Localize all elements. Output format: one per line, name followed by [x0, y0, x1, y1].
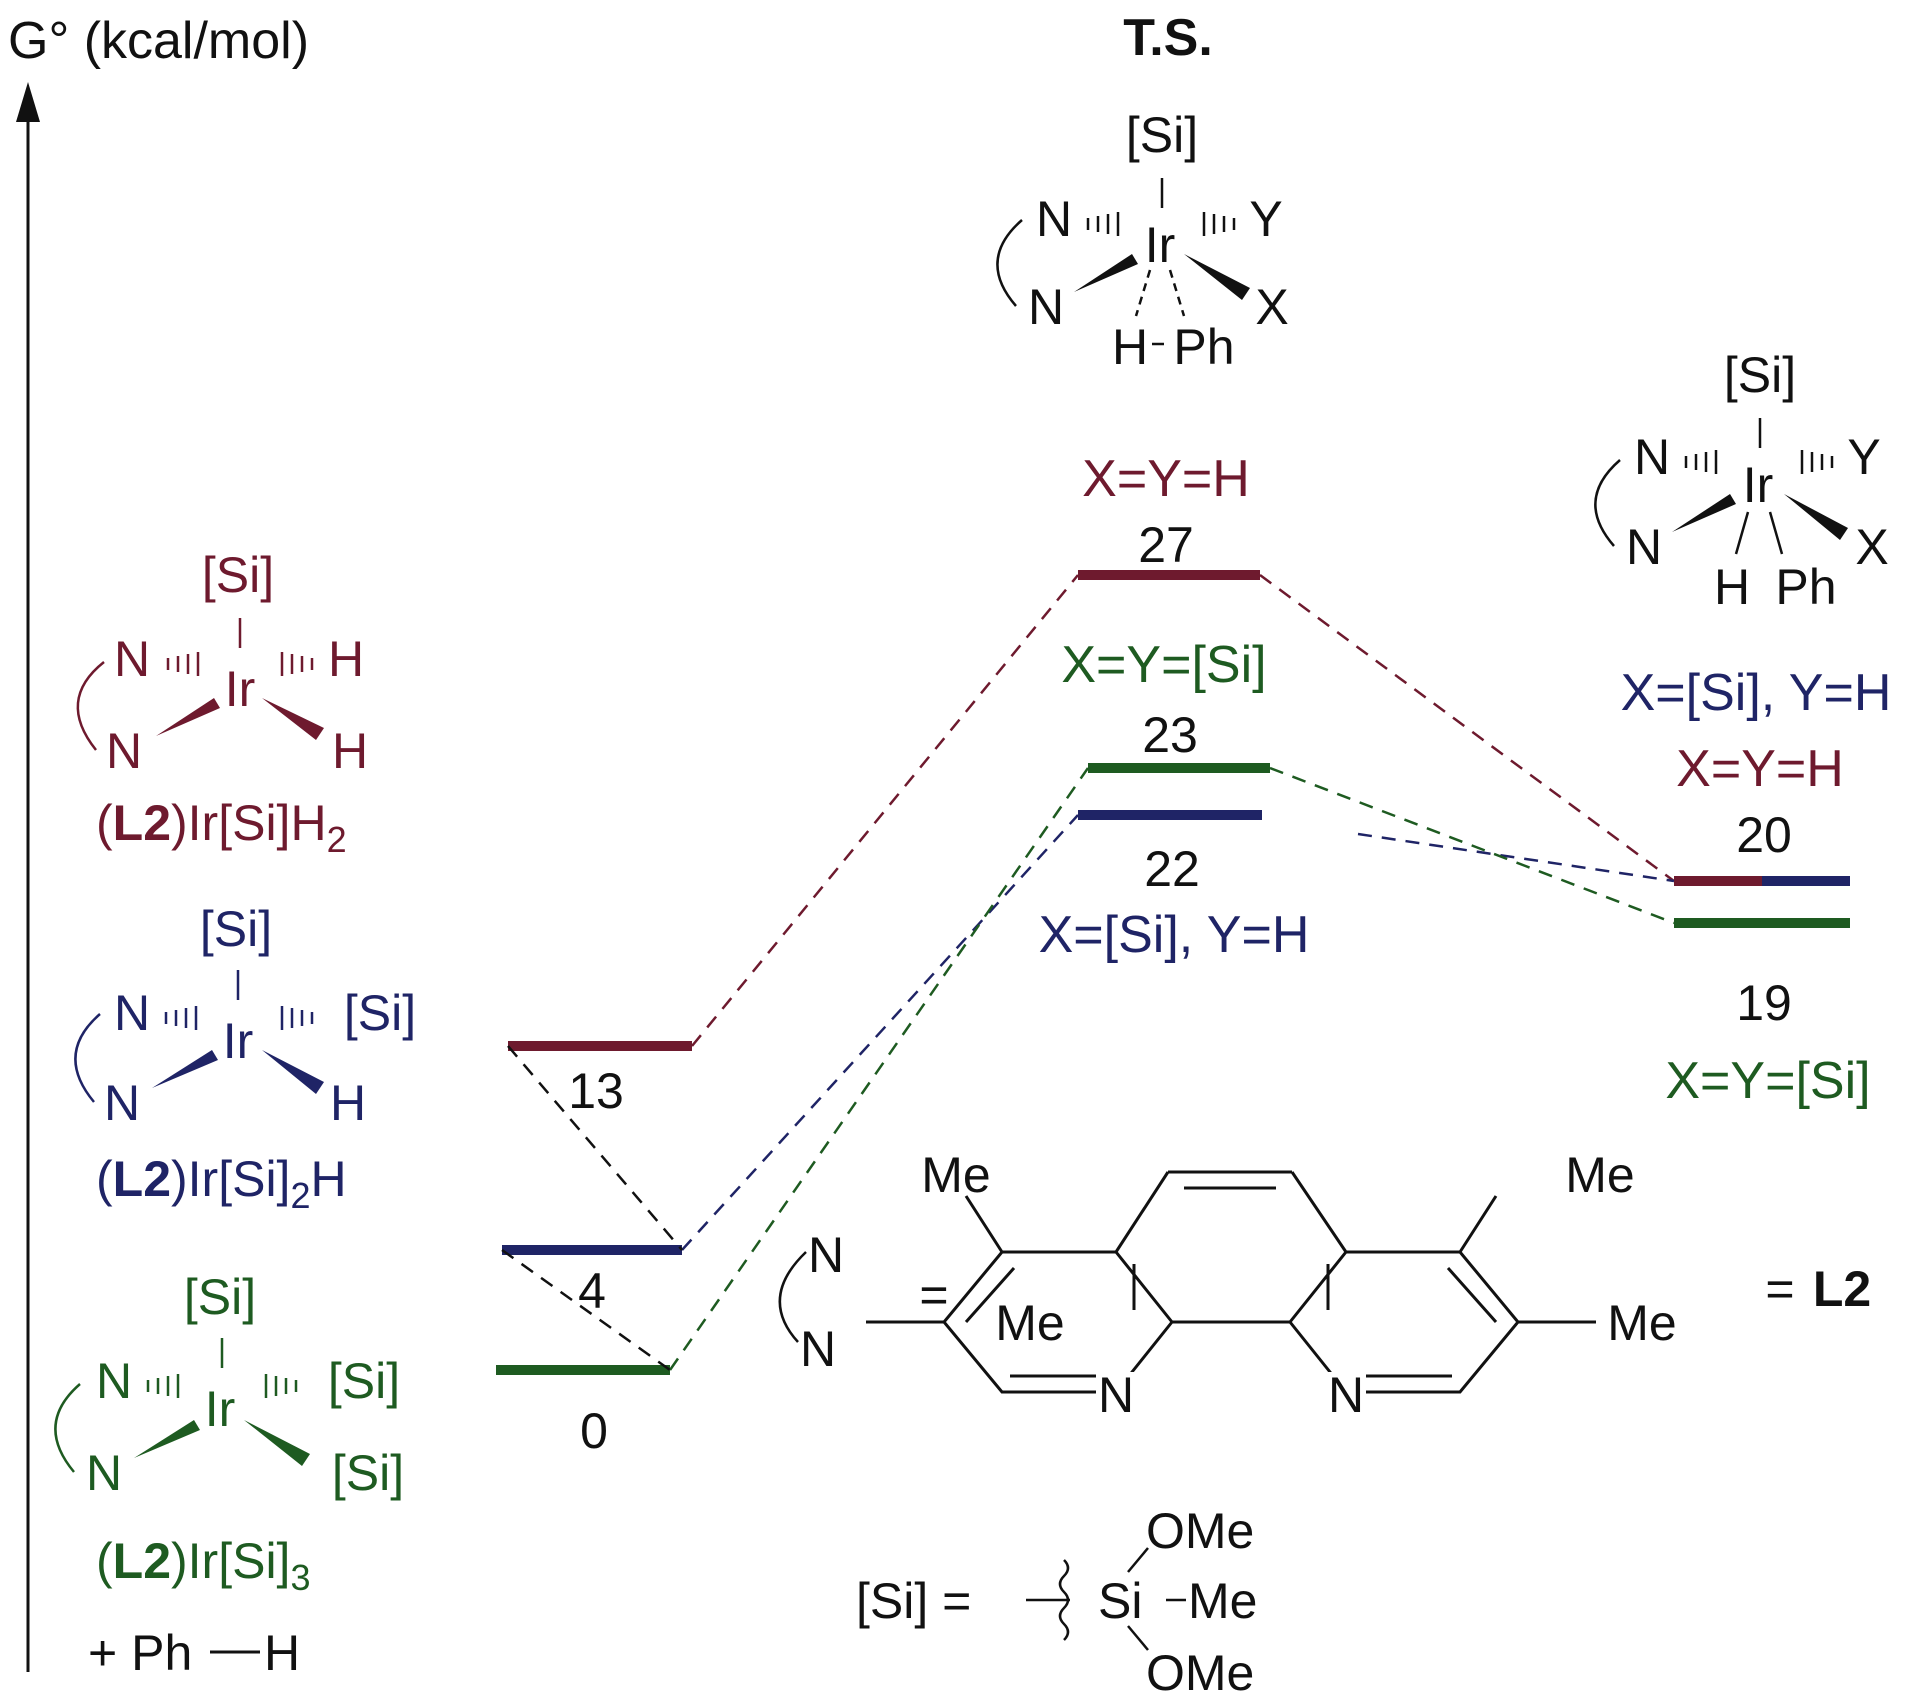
- svg-text:=: =: [919, 1267, 948, 1323]
- svg-text:H: H: [264, 1625, 300, 1681]
- svg-text:Ir: Ir: [1743, 457, 1774, 513]
- svg-text:[Si] =: [Si] =: [856, 1573, 971, 1629]
- svg-text:Ir: Ir: [1145, 217, 1176, 273]
- value-ts-green: 23: [1142, 707, 1198, 763]
- svg-text:X: X: [1855, 519, 1888, 575]
- svg-text:H: H: [1112, 319, 1148, 375]
- complex-red-n2: N: [106, 723, 142, 779]
- svg-text:=: =: [1765, 1261, 1794, 1317]
- complex-green-n1: N: [96, 1353, 132, 1409]
- complex-blue: [Si] Ir N N [Si] H (L2)Ir[Si]2H: [74, 901, 416, 1216]
- svg-text:L2: L2: [1813, 1261, 1871, 1317]
- y-axis-arrowhead: [16, 82, 40, 122]
- complex-red-metal: Ir: [225, 661, 256, 717]
- svg-text:N: N: [1328, 1367, 1364, 1423]
- label-ts-blue: X=[Si], Y=H: [1039, 906, 1310, 964]
- complex-blue-x: H: [330, 1075, 366, 1131]
- complex-green-title: (L2)Ir[Si]3: [96, 1533, 310, 1598]
- value-prod-top: 20: [1736, 807, 1792, 863]
- complex-green-y: [Si]: [328, 1353, 400, 1409]
- connector-green-up: [668, 767, 1090, 1371]
- label-ts-red: X=Y=H: [1082, 450, 1250, 508]
- connector-blue-up: [681, 814, 1079, 1251]
- svg-text:[Si]: [Si]: [1126, 107, 1198, 163]
- complex-red-y: H: [328, 631, 364, 687]
- svg-text:N: N: [808, 1227, 844, 1283]
- svg-text:Me: Me: [1565, 1147, 1634, 1203]
- connector-black-2: [501, 1248, 671, 1372]
- si-definition: [Si] = Si Me OMe OMe: [856, 1503, 1257, 1699]
- svg-text:N: N: [1036, 191, 1072, 247]
- ts-structure: [Si] Ir N N Y X H Ph: [996, 107, 1289, 375]
- svg-text:Me: Me: [921, 1147, 990, 1203]
- label-prod-blue: X=[Si], Y=H: [1621, 664, 1892, 722]
- complex-blue-top-si: [Si]: [200, 901, 272, 957]
- svg-text:OMe: OMe: [1146, 1503, 1254, 1559]
- label-prod-red: X=Y=H: [1676, 740, 1844, 798]
- ligand-definition: N N =: [778, 1147, 1871, 1423]
- svg-text:Y: Y: [1847, 429, 1880, 485]
- complex-green-top-si: [Si]: [184, 1269, 256, 1325]
- value-start-green: 0: [580, 1403, 608, 1459]
- svg-text:+ Ph: + Ph: [88, 1625, 192, 1681]
- complex-blue-n2: N: [104, 1075, 140, 1131]
- svg-text:Me: Me: [1188, 1573, 1257, 1629]
- axis-label: G° (kcal/mol): [8, 12, 309, 70]
- svg-text:Y: Y: [1249, 191, 1282, 247]
- svg-text:N: N: [1028, 279, 1064, 335]
- svg-text:[Si]: [Si]: [1724, 347, 1796, 403]
- svg-text:Ph: Ph: [1775, 559, 1836, 615]
- complex-blue-title: (L2)Ir[Si]2H: [96, 1151, 347, 1216]
- svg-text:Ph: Ph: [1173, 319, 1234, 375]
- connector-black-1: [507, 1045, 683, 1251]
- complex-red-title: (L2)Ir[Si]H2: [96, 795, 347, 860]
- value-ts-red: 27: [1138, 517, 1194, 573]
- value-start-red: 13: [568, 1063, 624, 1119]
- value-start-blue: 4: [578, 1263, 606, 1319]
- benzene-reagent: + Ph H: [88, 1625, 300, 1681]
- svg-text:N: N: [1626, 519, 1662, 575]
- value-prod-bottom: 19: [1736, 975, 1792, 1031]
- label-prod-green: X=Y=[Si]: [1665, 1052, 1870, 1110]
- product-structure: [Si] Ir N N Y X H Ph: [1594, 347, 1889, 615]
- svg-text:H: H: [1714, 559, 1750, 615]
- connector-blue-down: [1357, 832, 1675, 883]
- svg-text:Si: Si: [1098, 1573, 1142, 1629]
- ts-header: T.S.: [1123, 9, 1213, 67]
- complex-green-n2: N: [86, 1445, 122, 1501]
- complex-red: [Si] Ir N N H H (L2)Ir[Si]H2: [76, 547, 368, 860]
- svg-text:N: N: [1634, 429, 1670, 485]
- svg-text:Me: Me: [1607, 1295, 1676, 1351]
- svg-text:X: X: [1255, 279, 1288, 335]
- connector-red-up: [691, 574, 1079, 1047]
- complex-green-metal: Ir: [205, 1381, 236, 1437]
- complex-blue-metal: Ir: [223, 1013, 254, 1069]
- complex-red-n1: N: [114, 631, 150, 687]
- label-ts-green: X=Y=[Si]: [1061, 636, 1266, 694]
- svg-text:Me: Me: [995, 1295, 1064, 1351]
- complex-blue-n1: N: [114, 985, 150, 1041]
- complex-green: [Si] Ir N N [Si] [Si] (L2)Ir[Si]3: [54, 1269, 404, 1598]
- complex-red-x: H: [332, 723, 368, 779]
- connector-red-down: [1259, 573, 1675, 883]
- connector-green-down: [1269, 766, 1675, 925]
- complex-blue-y: [Si]: [344, 985, 416, 1041]
- svg-text:OMe: OMe: [1146, 1645, 1254, 1699]
- complex-green-x: [Si]: [332, 1445, 404, 1501]
- svg-text:N: N: [1098, 1367, 1134, 1423]
- complex-red-top-si: [Si]: [202, 547, 274, 603]
- value-ts-blue: 22: [1144, 841, 1200, 897]
- svg-text:N: N: [800, 1321, 836, 1377]
